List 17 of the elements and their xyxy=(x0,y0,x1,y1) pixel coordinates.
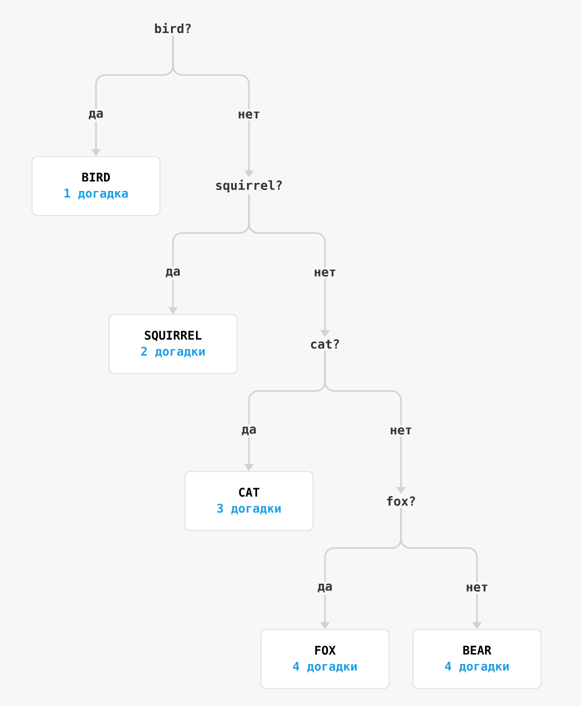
edge-label: нет xyxy=(236,109,262,121)
edge-label: да xyxy=(315,582,335,594)
edge-label: да xyxy=(86,108,106,122)
answer-box: CAT 3 догадки xyxy=(184,471,314,531)
question-text: fox? xyxy=(387,496,416,506)
answer-box: SQUIRREL 2 догадки xyxy=(108,314,238,374)
edge-label: нет xyxy=(312,267,338,279)
answer-box: BEAR 4 догадки xyxy=(412,629,542,689)
answer-box: FOX 4 догадки xyxy=(260,629,390,689)
answer-box: BIRD 1 догадка xyxy=(32,156,160,216)
question-text: squirrel? xyxy=(216,180,282,192)
edge-label: да xyxy=(239,424,259,438)
edge-label: нет xyxy=(464,582,490,594)
edge-label: да xyxy=(163,266,183,280)
edge-label: нет xyxy=(388,425,414,437)
question-text: bird? xyxy=(155,22,191,34)
question-text: cat? xyxy=(310,339,340,349)
